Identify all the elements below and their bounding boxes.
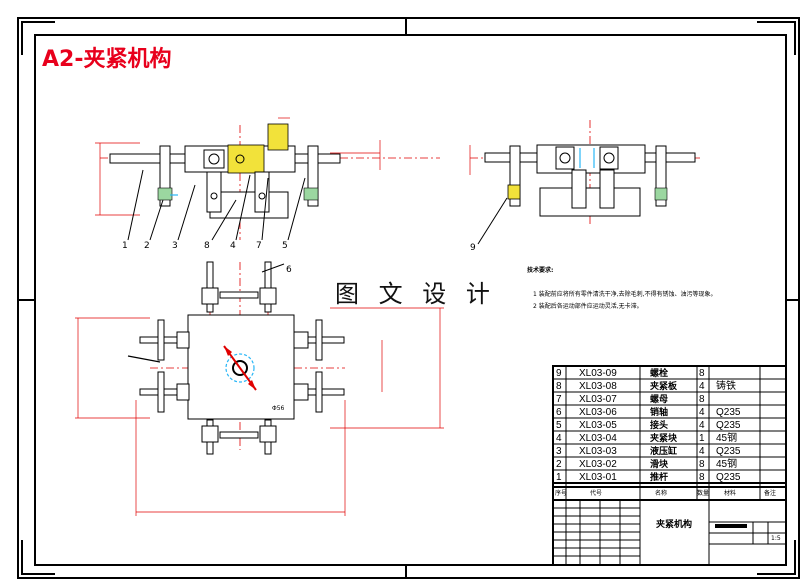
bom-cell-no: 6 [556,407,562,418]
bom-cell-qty: 8 [699,459,705,470]
bom-cell-name: 推杆 [650,471,668,483]
bom-cell-qty: 8 [699,394,705,405]
bom-cell-code: XL03-07 [579,394,617,405]
bom-cell-no: 3 [556,446,562,457]
bom-cell-code: XL03-08 [579,381,617,392]
bom-cell-mat: Q235 [716,472,741,483]
balloon-7: 7 [256,241,262,251]
bom-cell-qty: 1 [699,433,705,444]
bom-header-note: 备注 [764,489,776,497]
corner-marks [18,18,799,578]
sheet-title: A2-夹紧机构 [42,46,171,72]
bom-cell-mat: Q235 [716,407,741,418]
bom-cell-mat: 45钢 [716,457,737,470]
bom-cell-no: 7 [556,394,562,405]
drawing-name: 夹紧机构 [656,518,692,530]
bom-cell-qty: 4 [699,381,705,392]
balloon-8: 8 [204,241,210,251]
balloon-6: 6 [286,265,292,275]
outer-border [17,17,800,579]
bom-header-qty: 数量 [697,489,709,497]
bom-cell-name: 夹紧板 [650,380,678,392]
bom-cell-code: XL03-09 [579,368,617,379]
bom-cell-name: 液压缸 [650,445,677,457]
drawing-scale: 1:5 [771,535,781,542]
bom-cell-name: 接头 [650,419,668,431]
bom-cell-code: XL03-06 [579,407,617,418]
diameter-dimension: Φ56 [272,405,285,412]
side-view [469,120,700,245]
bom-cell-mat: 45钢 [716,431,737,444]
bom-cell-mat: Q235 [716,446,741,457]
front-view [95,117,440,241]
bom-header-no: 序号 [555,489,567,497]
bom-header-mat: 材料 [724,489,736,497]
bom-cell-name: 螺母 [650,393,668,405]
balloon-labels-front: 1 2 3 8 4 7 5 [122,241,288,251]
bom-cell-no: 4 [556,433,562,444]
top-view [75,261,444,516]
bom-cell-mat: 铸铁 [716,379,736,392]
bom-cell-code: XL03-04 [579,433,617,444]
bom-header-code: 代号 [590,489,602,497]
balloon-4: 4 [230,241,236,251]
balloon-2: 2 [144,241,150,251]
bom-cell-qty: 8 [699,472,705,483]
bom-header-name: 名称 [655,489,667,497]
title-block [552,499,787,566]
bom-cell-no: 2 [556,459,562,470]
bom-cell-qty: 8 [699,368,705,379]
bom-cell-no: 9 [556,368,562,379]
bom-cell-name: 销轴 [650,406,668,418]
balloon-5: 5 [282,241,288,251]
bom-cell-name: 夹紧块 [650,432,678,444]
bom-cell-name: 滑块 [650,458,669,470]
notes-heading: 技术要求: [527,266,553,274]
balloon-9: 9 [470,243,476,253]
bom-cell-no: 5 [556,420,562,431]
balloon-3: 3 [172,241,178,251]
bom-cell-qty: 4 [699,420,705,431]
bom-cell-code: XL03-05 [579,420,617,431]
bom-cell-no: 1 [556,472,562,483]
bom-header: 序号 代号 名称 数量 材料 备注 [552,482,787,501]
bom-cell-code: XL03-02 [579,459,617,470]
bom-cell-qty: 4 [699,407,705,418]
notes-line-1: 1 装配前应将所有零件清洗干净,去除毛刺,不得有锈蚀、油污等现象。 [533,290,717,298]
balloon-1: 1 [122,241,128,251]
bom-cell-mat: Q235 [716,420,741,431]
notes-line-2: 2 装配后各运动部件应运动灵活,无卡滞。 [533,302,643,310]
bom-cell-no: 8 [556,381,562,392]
watermark-text: 图 文 设 计 [335,280,496,308]
bom-cell-code: XL03-01 [579,472,617,483]
bom-cell-qty: 4 [699,446,705,457]
bom-cell-name: 螺栓 [650,367,668,379]
bom-cell-code: XL03-03 [579,446,617,457]
